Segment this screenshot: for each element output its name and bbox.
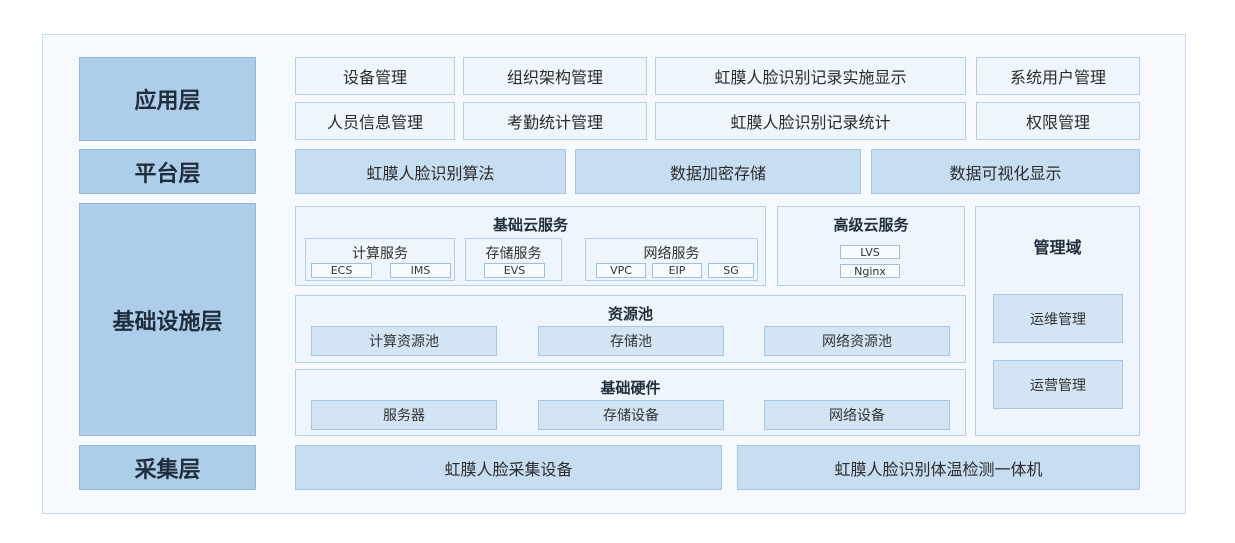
storage-service-label: 存储服务 [485, 246, 542, 262]
compute-service-label: 计算服务 [352, 246, 408, 262]
app-realtime-display: 虹膜人脸识别记录实施显示 [655, 57, 966, 95]
layer-application: 应用层 [79, 57, 256, 141]
management-domain-panel: 管理域 运维管理 运营管理 [975, 206, 1140, 436]
app-personnel-management: 人员信息管理 [295, 102, 455, 140]
app-record-statistics: 虹膜人脸识别记录统计 [655, 102, 966, 140]
collection-temperature-terminal: 虹膜人脸识别体温检测一体机 [737, 445, 1140, 490]
management-domain-title: 管理域 [1033, 238, 1082, 257]
hardware-storage-device: 存储设备 [538, 400, 724, 430]
layer-collection: 采集层 [79, 445, 256, 490]
tag-evs: EVS [484, 263, 545, 278]
compute-resource-pool: 计算资源池 [311, 326, 497, 356]
tag-ims: IMS [390, 263, 451, 278]
operation-management: 运营管理 [993, 360, 1123, 409]
storage-pool: 存储池 [538, 326, 724, 356]
app-permission-management: 权限管理 [976, 102, 1140, 140]
platform-algorithm: 虹膜人脸识别算法 [295, 149, 566, 194]
hardware-server: 服务器 [311, 400, 497, 430]
app-device-management: 设备管理 [295, 57, 455, 95]
layer-infrastructure: 基础设施层 [79, 203, 256, 436]
resource-pool-title: 资源池 [607, 305, 653, 323]
network-service-group: 网络服务 VPC EIP SG [585, 238, 758, 281]
tag-lvs: LVS [840, 245, 900, 259]
app-system-user-management: 系统用户管理 [976, 57, 1140, 95]
tag-vpc: VPC [596, 263, 646, 278]
platform-encrypted-storage: 数据加密存储 [575, 149, 861, 194]
tag-eip: EIP [652, 263, 702, 278]
platform-visualization: 数据可视化显示 [871, 149, 1140, 194]
layer-platform: 平台层 [79, 149, 256, 194]
ops-management: 运维管理 [993, 294, 1123, 343]
hardware-title: 基础硬件 [600, 379, 661, 397]
tag-sg: SG [708, 263, 754, 278]
compute-service-group: 计算服务 ECS IMS [305, 238, 455, 281]
network-service-label: 网络服务 [643, 246, 700, 262]
hardware-panel: 基础硬件 服务器 存储设备 网络设备 [295, 369, 966, 436]
tag-ecs: ECS [311, 263, 372, 278]
basic-cloud-panel: 基础云服务 计算服务 ECS IMS 存储服务 EVS 网络服务 VPC EIP… [295, 206, 766, 286]
advanced-cloud-panel: 高级云服务 LVS Nginx [777, 206, 965, 286]
tag-nginx: Nginx [840, 264, 900, 278]
hardware-network-device: 网络设备 [764, 400, 950, 430]
network-resource-pool: 网络资源池 [764, 326, 950, 356]
advanced-cloud-title: 高级云服务 [833, 216, 909, 234]
app-org-management: 组织架构管理 [463, 57, 647, 95]
app-attendance-management: 考勤统计管理 [463, 102, 647, 140]
collection-capture-device: 虹膜人脸采集设备 [295, 445, 722, 490]
storage-service-group: 存储服务 EVS [465, 238, 562, 281]
basic-cloud-title: 基础云服务 [492, 216, 568, 234]
resource-pool-panel: 资源池 计算资源池 存储池 网络资源池 [295, 295, 966, 363]
